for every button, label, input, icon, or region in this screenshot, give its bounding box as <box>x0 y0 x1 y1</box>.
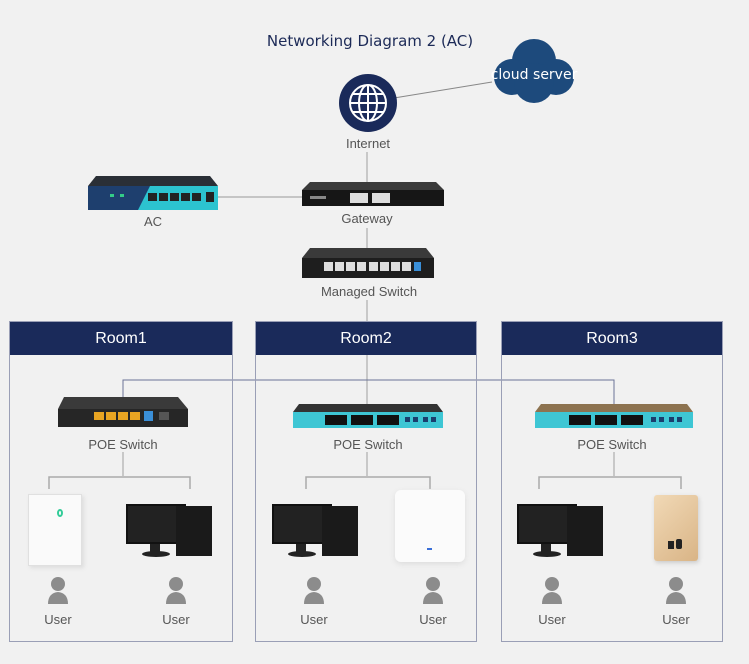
room-3-user-2: User <box>656 575 696 627</box>
user-icon <box>304 577 324 604</box>
room-3-header: Room3 <box>502 322 722 355</box>
room-1-header: Room1 <box>10 322 232 355</box>
internet-label: Internet <box>345 136 391 151</box>
user-icon <box>166 577 186 604</box>
room-3-switch-label: POE Switch <box>577 437 647 452</box>
room-distribution-link <box>122 379 615 404</box>
room-1-desktop-pc <box>126 502 214 560</box>
internet-cloud-link <box>393 81 493 99</box>
diagram-title: Networking Diagram 2 (AC) <box>266 32 474 50</box>
room-2-user-1: User <box>294 575 334 627</box>
user-icon <box>48 577 68 604</box>
ac-label: AC <box>143 214 163 229</box>
room-2-desktop-pc <box>272 502 360 560</box>
room-1: Room1 <box>9 321 233 642</box>
room-2: Room2 <box>255 321 477 642</box>
room-2-poe-switch <box>293 404 443 430</box>
user-icon <box>542 577 562 604</box>
room-1-user-1: User <box>38 575 78 627</box>
room-3-gold-panel-ap <box>654 495 698 561</box>
user-icon <box>666 577 686 604</box>
room-2-header: Room2 <box>256 322 476 355</box>
room-2-ceiling-ap <box>395 490 465 562</box>
ac-device <box>88 176 218 212</box>
room-3-user-1: User <box>532 575 572 627</box>
room-3-desktop-pc <box>517 502 605 560</box>
gateway-device <box>302 182 444 208</box>
internet-node <box>339 74 397 132</box>
cloud-label: cloud server <box>490 67 578 83</box>
cloud-icon <box>494 39 574 103</box>
room-1-switch-label: POE Switch <box>88 437 158 452</box>
room-1-panel-ap <box>28 494 82 566</box>
gateway-label: Gateway <box>341 211 393 226</box>
globe-icon <box>339 74 397 132</box>
room-3-poe-switch <box>535 404 693 430</box>
room-1-poe-switch <box>54 397 194 433</box>
room-2-user-2: User <box>413 575 453 627</box>
managed-switch-label: Managed Switch <box>320 284 418 299</box>
room-2-switch-label: POE Switch <box>333 437 403 452</box>
room-1-user-2: User <box>156 575 196 627</box>
cloud-server: cloud server <box>486 37 582 103</box>
managed-switch-device <box>302 248 434 280</box>
user-icon <box>423 577 443 604</box>
room-3: Room3 <box>501 321 723 642</box>
